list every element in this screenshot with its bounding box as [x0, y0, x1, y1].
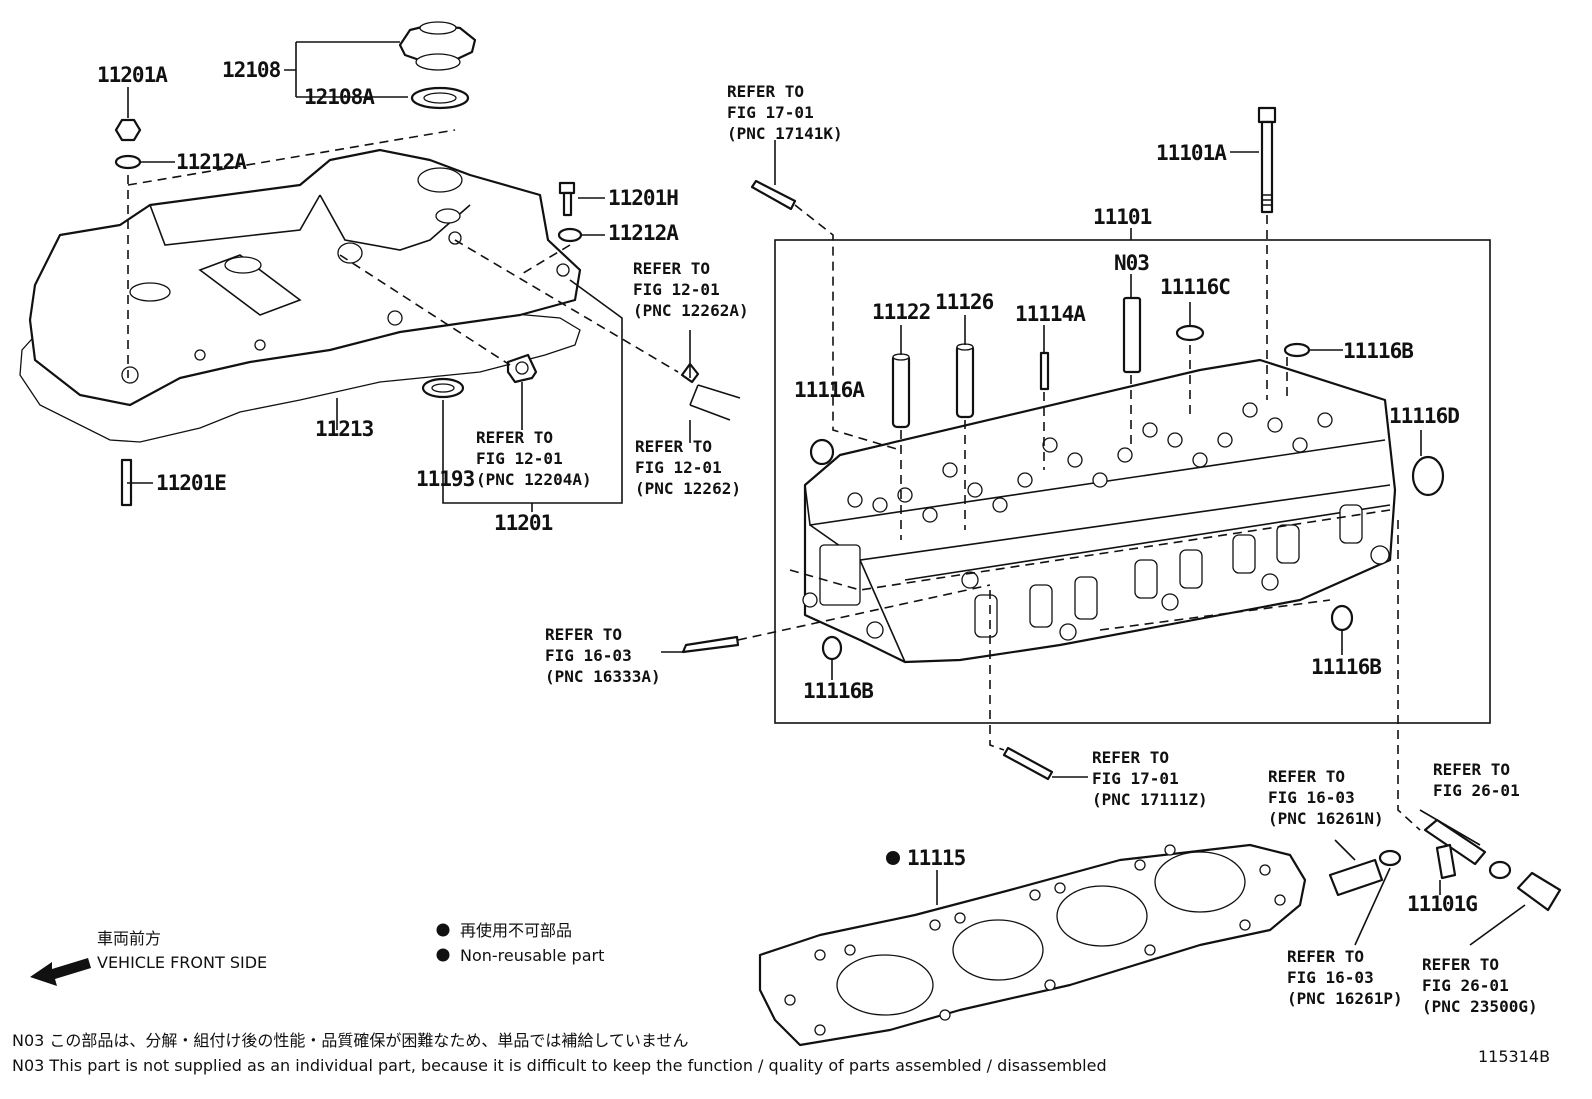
ref-17141K: REFER TO FIG 17-01 (PNC 17141K): [727, 82, 843, 143]
front-arrow-icon: [30, 958, 91, 986]
cover-leader-lines: [127, 41, 691, 512]
label-11212A-mid: 11212A: [608, 221, 679, 245]
legend-non-reusable-en: Non-reusable part: [460, 946, 604, 965]
svg-text:(PNC 16261P): (PNC 16261P): [1287, 989, 1403, 1008]
label-11114A: 11114A: [1015, 302, 1086, 326]
svg-text:REFER TO: REFER TO: [635, 437, 712, 456]
svg-text:(PNC 17111Z): (PNC 17111Z): [1092, 790, 1208, 809]
label-11201: 11201: [494, 511, 553, 535]
svg-text:(PNC 16333A): (PNC 16333A): [545, 667, 661, 686]
oil-filler-cap-drawing: [398, 21, 477, 110]
svg-text:FIG 26-01: FIG 26-01: [1422, 976, 1509, 995]
svg-text:REFER TO: REFER TO: [1268, 767, 1345, 786]
svg-text:FIG 16-03: FIG 16-03: [1268, 788, 1355, 807]
legend: 再使用不可部品 Non-reusable part: [436, 921, 604, 965]
label-11101: 11101: [1093, 205, 1152, 229]
refer-callouts: REFER TO FIG 17-01 (PNC 17141K) REFER TO…: [476, 82, 1538, 1016]
stud-drawings: [681, 179, 1054, 781]
svg-text:(PNC 12262): (PNC 12262): [635, 479, 741, 498]
ref-16261N: REFER TO FIG 16-03 (PNC 16261N): [1268, 767, 1384, 828]
water-union-drawing: [1328, 809, 1562, 946]
svg-text:(PNC 16261N): (PNC 16261N): [1268, 809, 1384, 828]
label-N03: N03: [1114, 251, 1149, 275]
label-11116C: 11116C: [1160, 275, 1230, 299]
label-11213: 11213: [315, 417, 374, 441]
front-direction: 車両前方 VEHICLE FRONT SIDE: [30, 929, 267, 986]
cylinder-head-drawing: [802, 358, 1397, 664]
svg-text:FIG 16-03: FIG 16-03: [1287, 968, 1374, 987]
label-11126: 11126: [935, 290, 994, 314]
figure-id: 115314B: [1478, 1047, 1550, 1066]
front-side-en: VEHICLE FRONT SIDE: [97, 953, 267, 972]
head-bolt-drawing: [1257, 106, 1277, 214]
label-12108A: 12108A: [304, 85, 375, 109]
ref-16333A: REFER TO FIG 16-03 (PNC 16333A): [545, 625, 661, 686]
svg-text:REFER TO: REFER TO: [1422, 955, 1499, 974]
svg-text:(PNC 23500G): (PNC 23500G): [1422, 997, 1538, 1016]
label-11101A: 11101A: [1156, 141, 1227, 165]
label-11115: 11115: [907, 846, 966, 870]
label-12108: 12108: [222, 58, 281, 82]
label-11116D: 11116D: [1389, 404, 1459, 428]
svg-text:REFER TO: REFER TO: [545, 625, 622, 644]
svg-text:FIG 26-01: FIG 26-01: [1433, 781, 1520, 800]
svg-text:REFER TO: REFER TO: [633, 259, 710, 278]
head-gasket-drawing: [758, 843, 1307, 1047]
ref-12204A: REFER TO FIG 12-01 (PNC 12204A): [476, 428, 592, 489]
ref-23500G: REFER TO FIG 26-01 (PNC 23500G): [1422, 955, 1538, 1016]
svg-text:(PNC 17141K): (PNC 17141K): [727, 124, 843, 143]
svg-text:REFER TO: REFER TO: [727, 82, 804, 101]
svg-text:FIG 17-01: FIG 17-01: [727, 103, 814, 122]
legend-non-reusable-jp: 再使用不可部品: [460, 921, 572, 940]
cylinder-head-assembly-box: [774, 239, 1491, 724]
ref-17111Z: REFER TO FIG 17-01 (PNC 17111Z): [1092, 748, 1208, 809]
label-11116B-left: 11116B: [803, 679, 873, 703]
head-small-parts-drawing: [809, 296, 1445, 661]
label-11116A: 11116A: [794, 378, 865, 402]
ref-12262: REFER TO FIG 12-01 (PNC 12262): [635, 437, 741, 498]
label-11201E: 11201E: [156, 471, 226, 495]
svg-text:(PNC 12262A): (PNC 12262A): [633, 301, 749, 320]
svg-text:FIG 12-01: FIG 12-01: [635, 458, 722, 477]
ref-fig-26-01: REFER TO FIG 26-01: [1433, 760, 1520, 800]
head-leader-lines: [661, 140, 1422, 831]
cover-hardware-drawing: [114, 118, 583, 507]
svg-text:REFER TO: REFER TO: [1287, 947, 1364, 966]
label-11116B-right: 11116B: [1343, 339, 1413, 363]
label-11193: 11193: [416, 467, 475, 491]
part-labels: 11201A 12108 12108A 11212A 11201H 11212A…: [97, 58, 1478, 916]
label-11212A-top: 11212A: [176, 150, 247, 174]
label-11201A-top: 11201A: [97, 63, 168, 87]
valve-cover-drawing: [19, 148, 582, 443]
svg-text:(PNC 12204A): (PNC 12204A): [476, 470, 592, 489]
label-11122: 11122: [872, 300, 930, 324]
note-n03-en: N03 This part is not supplied as an indi…: [12, 1056, 1107, 1075]
svg-text:REFER TO: REFER TO: [1433, 760, 1510, 779]
svg-text:FIG 17-01: FIG 17-01: [1092, 769, 1179, 788]
svg-text:FIG 16-03: FIG 16-03: [545, 646, 632, 665]
svg-text:FIG 12-01: FIG 12-01: [633, 280, 720, 299]
svg-text:FIG 12-01: FIG 12-01: [476, 449, 563, 468]
note-n03-jp: N03 この部品は、分解・組付け後の性能・品質確保が困難なため、単品では補給して…: [12, 1031, 688, 1050]
ref-12262A: REFER TO FIG 12-01 (PNC 12262A): [633, 259, 749, 320]
label-11116B-bottom: 11116B: [1311, 655, 1381, 679]
front-side-jp: 車両前方: [97, 929, 161, 948]
label-11201H: 11201H: [608, 186, 678, 210]
svg-text:REFER TO: REFER TO: [1092, 748, 1169, 767]
ref-16261P: REFER TO FIG 16-03 (PNC 16261P): [1287, 947, 1403, 1008]
non-reusable-marker: [886, 851, 900, 865]
label-11101G: 11101G: [1407, 892, 1477, 916]
svg-text:REFER TO: REFER TO: [476, 428, 553, 447]
